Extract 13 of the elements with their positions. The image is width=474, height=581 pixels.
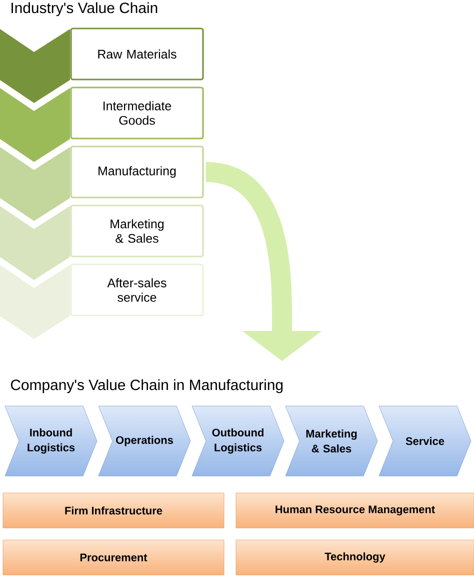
stage-box: Intermediate Goods: [0, 86, 204, 162]
chevron-box: Marketing & Sales: [285, 406, 378, 476]
support-box: Technology: [236, 540, 474, 576]
heading: Company's Value Chain in Manufacturing: [10, 379, 283, 394]
chevron-box: Inbound Logistics: [4, 406, 98, 476]
heading: Industry's Value Chain: [12, 2, 158, 16]
support-box: Firm Infrastructure: [2, 492, 224, 528]
chevron-box: Outbound Logistics: [192, 406, 284, 476]
support-box: Procurement: [2, 540, 224, 576]
chevron-box: Service: [378, 406, 472, 476]
chevron-box: Operations: [98, 406, 191, 476]
support-box: Human Resource Management: [236, 492, 474, 528]
stage-box: After-sales service: [0, 264, 204, 339]
